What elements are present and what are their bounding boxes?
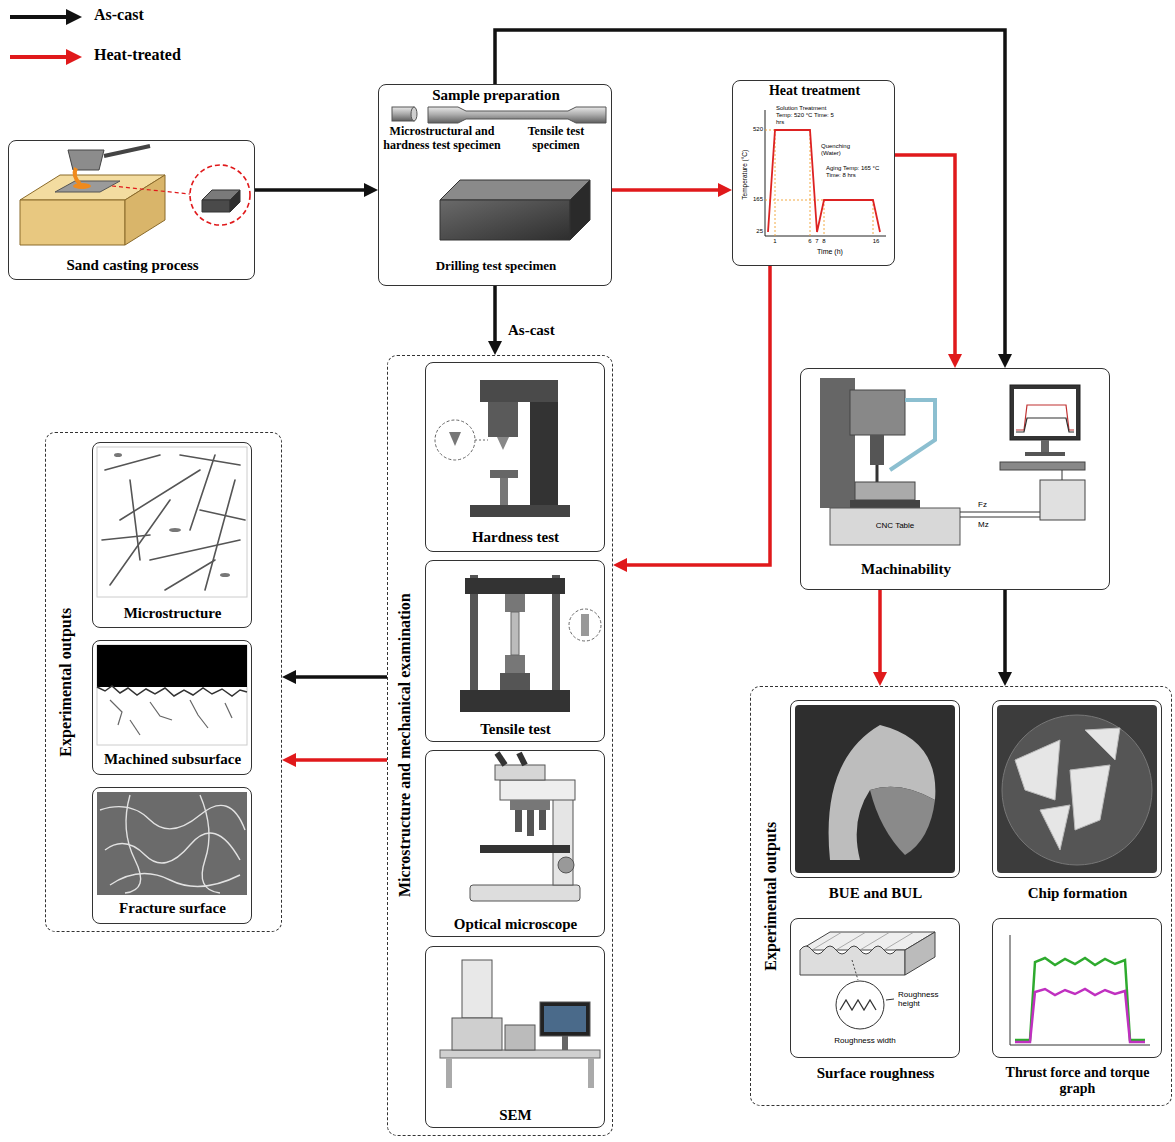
legend-arrow — [8, 5, 84, 29]
box-caption: Heat treatment — [733, 83, 896, 99]
box-caption: Machined subsurface — [93, 751, 253, 768]
output-box: Microstructure — [92, 442, 252, 628]
microstructure-image — [97, 447, 247, 597]
group-heading: Microstructure and mechanical examinatio… — [396, 536, 414, 956]
tick-label: 520 — [745, 126, 763, 133]
box-caption: Sample preparation — [379, 87, 613, 104]
tick-label: 7 — [813, 238, 821, 245]
sand-casting-illustration — [20, 146, 250, 245]
box-caption: BUE and BUL — [781, 885, 971, 902]
dimension-label: Roughness height — [898, 990, 956, 1008]
axis-title: Time (h) — [800, 248, 860, 256]
fracture-surface-image — [97, 792, 247, 895]
tensile-machine-illustration — [460, 575, 601, 712]
specimen-label: Tensile test specimen — [503, 125, 609, 153]
flow-arrow — [1003, 590, 1007, 676]
output-box: Thrust force and torque graph — [992, 918, 1162, 1058]
equipment-box: Tensile test — [425, 560, 605, 742]
process-box: Sand casting process — [8, 140, 255, 280]
specimen-label: Drilling test specimen — [379, 259, 613, 274]
sem-illustration — [440, 960, 600, 1088]
flow-arrow — [495, 30, 1005, 358]
part-label: CNC Table — [855, 521, 935, 530]
tick-label: 8 — [820, 238, 828, 245]
legend-entry: Heat-treated — [8, 45, 268, 69]
signal-label: Fz — [978, 500, 1002, 509]
equipment-box: SEM — [425, 946, 605, 1128]
process-box: Sample preparationMicrostructural and ha… — [378, 84, 612, 286]
group-box: Experimental outputsBUE and BULChip form… — [750, 686, 1172, 1106]
equipment-box: Optical microscope — [425, 750, 605, 937]
legend-entry: As-cast — [8, 5, 268, 29]
box-caption: Sand casting process — [9, 257, 256, 274]
group-heading: Experimental outputs — [57, 533, 75, 833]
flow-arrow — [493, 286, 497, 345]
output-box: Fracture surface — [92, 787, 252, 924]
tick-label: 165 — [745, 196, 763, 203]
bue-image — [795, 705, 955, 873]
machined-subsurface-image — [97, 645, 247, 745]
edge-label: As-cast — [508, 322, 588, 339]
flow-arrow — [895, 155, 955, 358]
box-caption: Optical microscope — [426, 916, 606, 933]
box-caption: Chip formation — [983, 885, 1173, 902]
box-caption: Fracture surface — [93, 900, 253, 917]
box-caption: Hardness test — [426, 529, 606, 546]
box-caption: Machinability — [801, 561, 1011, 578]
chip-image — [997, 705, 1157, 873]
axis-title: Temperature (°C) — [741, 130, 748, 220]
chart-annotation: Aging Temp: 165 °C Time: 8 hrs — [826, 165, 884, 179]
box-caption: SEM — [426, 1107, 606, 1124]
legend-arrow — [8, 45, 84, 69]
box-caption: Tensile test — [426, 721, 606, 738]
process-box: Machinability — [800, 368, 1110, 590]
output-box: Chip formation — [992, 700, 1162, 878]
dimension-label: Roughness width — [820, 1036, 910, 1045]
thrust-torque-graph — [1010, 935, 1150, 1045]
output-box: Machined subsurface — [92, 640, 252, 775]
group-box: Microstructure and mechanical examinatio… — [387, 355, 613, 1136]
flow-arrow — [878, 590, 882, 676]
flow-arrow — [623, 266, 770, 565]
flow-arrow — [255, 188, 368, 192]
optical-microscope-illustration — [470, 753, 580, 901]
flow-arrow — [292, 758, 387, 762]
tick-label: 1 — [771, 238, 779, 245]
legend-text: As-cast — [94, 6, 144, 24]
flow-arrow — [612, 188, 722, 192]
tick-label: 25 — [745, 228, 763, 235]
surface-roughness-illustration — [800, 932, 935, 1029]
box-caption: Surface roughness — [781, 1065, 971, 1082]
output-box: BUE and BUL — [790, 700, 960, 878]
hardness-tester-illustration — [435, 380, 570, 517]
specimen-label: Microstructural and hardness test specim… — [383, 125, 501, 153]
chart-annotation: Quenching (Water) — [821, 143, 865, 157]
flow-arrow — [292, 675, 387, 679]
legend-text: Heat-treated — [94, 46, 181, 64]
cnc-machine-illustration — [820, 378, 1085, 545]
heat-treatment-chart — [765, 110, 886, 236]
chart-annotation: Solution Treatment Temp: 520 °C Time: 5 … — [776, 105, 838, 126]
tick-label: 16 — [869, 238, 883, 245]
equipment-box: Hardness test — [425, 362, 605, 552]
group-heading: Experimental outputs — [762, 747, 780, 1047]
box-caption: Microstructure — [93, 605, 253, 622]
group-box: Experimental outputs MicrostructureMachin… — [45, 432, 282, 932]
box-caption: Thrust force and torque graph — [990, 1065, 1166, 1097]
signal-label: Mz — [978, 520, 1002, 529]
tick-label: 6 — [806, 238, 814, 245]
